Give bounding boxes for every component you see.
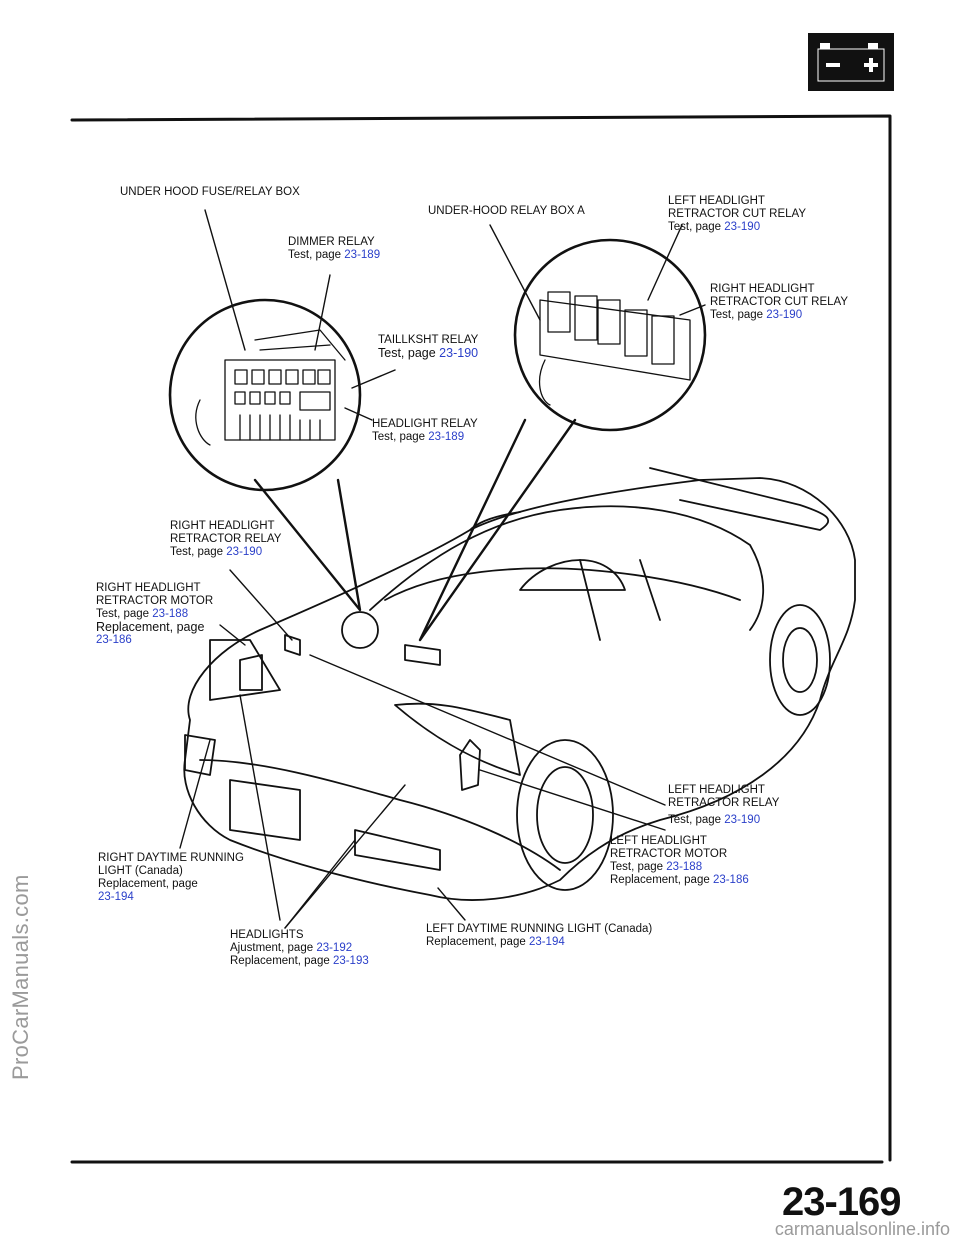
page-link[interactable]: 23-192 (316, 942, 353, 954)
label-left-drl: LEFT DAYTIME RUNNING LIGHT (Canada) Repl… (426, 923, 652, 949)
test-text: Test, page (668, 221, 722, 233)
test-text: Test, page (170, 546, 224, 558)
page-link[interactable]: 23-190 (724, 814, 761, 826)
replacement-text: Replacement, page (96, 620, 205, 634)
label-under-hood-fuse-box: UNDER HOOD FUSE/RELAY BOX (120, 186, 300, 198)
label-line: TAILLKSHT RELAY (378, 334, 479, 346)
fuse-box-sketch (195, 329, 346, 446)
label-line: RETRACTOR RELAY (170, 533, 282, 545)
page-link[interactable]: 23-190 (226, 546, 263, 558)
label-right-hl-motor: RIGHT HEADLIGHT RETRACTOR MOTOR Test, pa… (96, 582, 213, 647)
replacement-text: Replacement, page (230, 955, 330, 967)
label-line: LIGHT (Canada) (98, 865, 183, 877)
leader-lines (179, 209, 706, 929)
label-left-hl-retractor-relay: LEFT HEADLIGHT RETRACTOR RELAY Test, pag… (668, 784, 779, 827)
relay-box-a-sketch (538, 291, 691, 406)
test-text: Test, page (710, 309, 764, 321)
label-line: RIGHT HEADLIGHT (170, 520, 275, 532)
label-line: HEADLIGHTS (230, 929, 304, 941)
label-line: LEFT HEADLIGHT (610, 835, 707, 847)
frame-top (70, 114, 892, 1162)
page-link[interactable]: 23-186 (96, 634, 132, 646)
page-number: 23-169 (782, 1180, 902, 1224)
page-link[interactable]: 23-190 (439, 346, 479, 360)
test-text: Test, page (610, 861, 664, 873)
test-text: Test, page (96, 608, 150, 620)
test-text: Test, page (372, 431, 426, 443)
page-link[interactable]: 23-194 (528, 936, 565, 948)
label-line: RETRACTOR RELAY (668, 797, 780, 809)
label-right-hl-cut-relay: RIGHT HEADLIGHT RETRACTOR CUT RELAY Test… (710, 283, 848, 322)
page-link[interactable]: 23-188 (666, 861, 703, 873)
label-line: LEFT HEADLIGHT (668, 784, 765, 796)
page-link[interactable]: 23-190 (724, 221, 761, 233)
label-line: RIGHT HEADLIGHT (96, 582, 201, 594)
label-line: DIMMER RELAY (288, 236, 375, 248)
replacement-text: Replacement, page (610, 874, 710, 886)
label-under-hood-relay-box-a: UNDER-HOOD RELAY BOX A (428, 205, 585, 217)
page-link[interactable]: 23-194 (98, 891, 134, 903)
label-dimmer-relay: DIMMER RELAY Test, page 23-189 (288, 236, 380, 262)
watermark: ProCarManuals.com (8, 874, 33, 1080)
page-link[interactable]: 23-186 (712, 874, 749, 886)
label-line: RIGHT DAYTIME RUNNING (98, 852, 244, 864)
label-left-hl-motor: LEFT HEADLIGHT RETRACTOR MOTOR Test, pag… (610, 835, 749, 887)
label-line: RIGHT HEADLIGHT (710, 283, 815, 295)
replacement-text: Replacement, page (98, 878, 198, 890)
label-line: LEFT DAYTIME RUNNING LIGHT (Canada) (426, 923, 653, 935)
relay-box-a-pointer (418, 418, 577, 642)
page-link[interactable]: 23-189 (428, 431, 465, 443)
page-link[interactable]: 23-190 (766, 309, 803, 321)
fuse-box-pointer (253, 478, 362, 612)
label-headlights: HEADLIGHTS Ajustment, page 23-192 Replac… (230, 929, 369, 968)
label-line: RETRACTOR MOTOR (610, 848, 728, 860)
replacement-text: Replacement, page (426, 936, 526, 948)
footer-url: carmanualsonline.info (774, 1219, 950, 1239)
label-line: RETRACTOR MOTOR (96, 595, 214, 607)
test-text: Test, page (668, 814, 722, 826)
label-taillight-relay: TAILLKSHT RELAY Test, page 23-190 (378, 334, 478, 360)
car-outline (183, 467, 856, 901)
battery-icon (808, 33, 894, 91)
relay-box-a-detail-circle (513, 238, 707, 432)
page-link[interactable]: 23-193 (332, 955, 369, 967)
page-link[interactable]: 23-189 (344, 249, 381, 261)
label-headlight-relay: HEADLIGHT RELAY Test, page 23-189 (372, 418, 478, 444)
label-right-drl: RIGHT DAYTIME RUNNING LIGHT (Canada) Rep… (98, 852, 244, 904)
label-line: LEFT HEADLIGHT (668, 195, 765, 207)
fuse-box-detail-circle (168, 298, 362, 492)
test-text: Test, page (288, 249, 342, 261)
label-right-hl-retractor-relay: RIGHT HEADLIGHT RETRACTOR RELAY Test, pa… (170, 520, 281, 559)
label-line: RETRACTOR CUT RELAY (668, 208, 807, 220)
label-left-hl-cut-relay: LEFT HEADLIGHT RETRACTOR CUT RELAY Test,… (668, 195, 806, 234)
page-link[interactable]: 23-188 (152, 608, 189, 620)
adjustment-text: Ajustment, page (230, 942, 314, 954)
label-line: HEADLIGHT RELAY (372, 418, 478, 430)
label-line: RETRACTOR CUT RELAY (710, 296, 849, 308)
test-text: Test, page (378, 346, 436, 360)
